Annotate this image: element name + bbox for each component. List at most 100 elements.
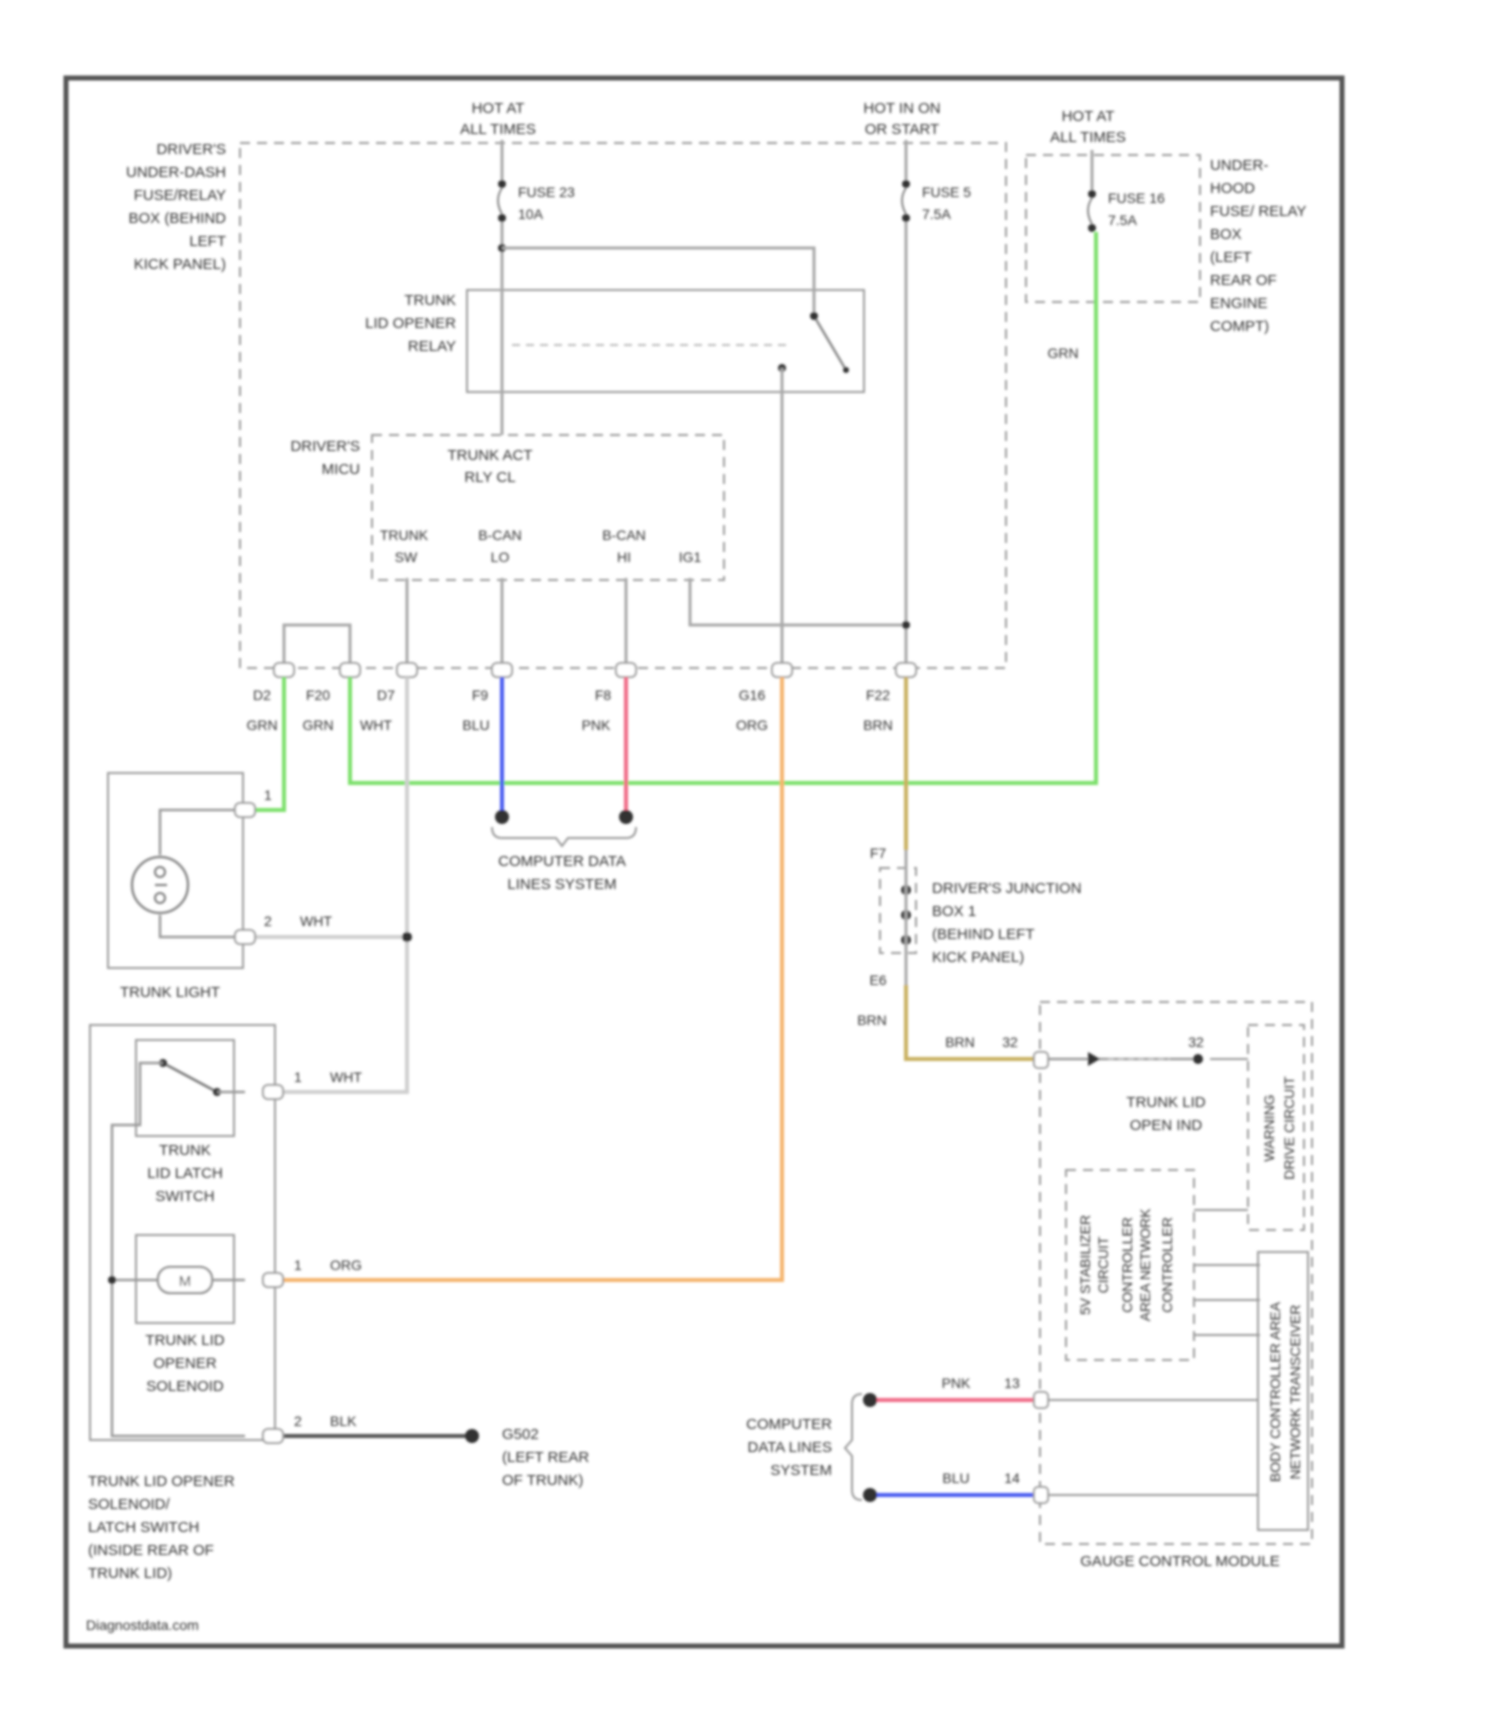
svg-text:B-CAN: B-CAN [602, 527, 646, 543]
svg-text:14: 14 [1004, 1470, 1020, 1486]
trunk-lid-opener-relay [467, 290, 864, 392]
svg-text:BOX 1: BOX 1 [932, 903, 976, 920]
relay-label: TRUNK LID OPENER RELAY [365, 292, 456, 355]
svg-text:WHT: WHT [300, 913, 332, 929]
svg-text:D2: D2 [253, 687, 271, 703]
svg-text:F22: F22 [866, 687, 890, 703]
svg-text:1: 1 [294, 1069, 302, 1085]
warning-drive-label: WARNING DRIVE CIRCUIT [1261, 1076, 1297, 1180]
under-dash-fuse-box-label: DRIVER'S UNDER-DASH FUSE/RELAY BOX (BEHI… [126, 141, 226, 273]
svg-text:DATA LINES: DATA LINES [748, 1439, 832, 1456]
svg-text:DRIVER'S: DRIVER'S [290, 438, 360, 455]
svg-text:BOX: BOX [1210, 226, 1242, 243]
ground-label: G502 (LEFT REAR OF TRUNK) [502, 1426, 589, 1489]
trunk-light-bulb-icon [132, 810, 245, 937]
gauge-input-path [1048, 1052, 1203, 1066]
svg-text:(LEFT REAR: (LEFT REAR [502, 1449, 589, 1466]
svg-text:32: 32 [1188, 1034, 1204, 1050]
svg-text:TRUNK: TRUNK [159, 1142, 211, 1159]
svg-text:BLU: BLU [462, 717, 489, 733]
svg-text:FUSE 23: FUSE 23 [518, 184, 575, 200]
cdls-1-label: COMPUTER DATA LINES SYSTEM [498, 853, 626, 893]
svg-text:COMPUTER DATA: COMPUTER DATA [498, 853, 626, 870]
svg-text:CIRCUIT: CIRCUIT [1095, 1236, 1111, 1293]
solenoid-label: TRUNK LID OPENER SOLENOID [145, 1332, 224, 1395]
svg-text:TRUNK: TRUNK [380, 527, 429, 543]
svg-text:OF TRUNK): OF TRUNK) [502, 1472, 583, 1489]
fuse-23: FUSE 23 10A [498, 140, 575, 222]
fuse-5: FUSE 5 7.5A [902, 140, 971, 222]
svg-text:E6: E6 [869, 972, 886, 988]
svg-text:UNDER-: UNDER- [1210, 157, 1268, 174]
svg-text:GRN: GRN [246, 717, 277, 733]
latch-switch-label: TRUNK LID LATCH SWITCH [147, 1142, 223, 1205]
svg-text:PNK: PNK [942, 1375, 971, 1391]
svg-text:DRIVE CIRCUIT: DRIVE CIRCUIT [1281, 1076, 1297, 1180]
svg-text:BODY CONTROLLER AREA: BODY CONTROLLER AREA [1267, 1301, 1283, 1482]
gauge-control-module-label: GAUGE CONTROL MODULE [1080, 1553, 1279, 1570]
svg-text:GRN: GRN [1047, 345, 1078, 361]
svg-text:(INSIDE REAR OF: (INSIDE REAR OF [88, 1542, 214, 1559]
svg-text:M: M [179, 1273, 192, 1290]
motor-icon: M [108, 1267, 245, 1293]
svg-text:GRN: GRN [302, 717, 333, 733]
micu-pin-ig1: IG1 [679, 549, 702, 565]
svg-text:F8: F8 [595, 687, 612, 703]
micu-pin-bcan-lo: B-CAN LO [478, 527, 522, 565]
svg-text:OPENER: OPENER [153, 1355, 217, 1372]
svg-text:F9: F9 [472, 687, 489, 703]
micu-label: DRIVER'S MICU [290, 438, 360, 478]
svg-text:ALL TIMES: ALL TIMES [1050, 129, 1126, 146]
svg-text:TRUNK ACT: TRUNK ACT [447, 447, 532, 464]
svg-text:BRN: BRN [857, 1012, 887, 1028]
svg-text:13: 13 [1004, 1375, 1020, 1391]
wire-org-solenoid [283, 677, 782, 1280]
svg-text:AREA NETWORK: AREA NETWORK [1137, 1208, 1153, 1321]
svg-text:HOOD: HOOD [1210, 180, 1255, 197]
svg-text:1: 1 [264, 787, 272, 803]
drivers-micu [372, 435, 724, 580]
footer-credit: Diagnostdata.com [86, 1617, 199, 1633]
svg-text:(LEFT: (LEFT [1210, 249, 1252, 266]
svg-text:BOX (BEHIND: BOX (BEHIND [128, 210, 226, 227]
svg-text:SOLENOID: SOLENOID [146, 1378, 224, 1395]
wire-grn-fuse16 [350, 232, 1096, 783]
svg-text:REAR OF: REAR OF [1210, 272, 1277, 289]
cdls-2-label: COMPUTER DATA LINES SYSTEM [746, 1416, 832, 1479]
svg-text:2: 2 [294, 1413, 302, 1429]
svg-text:LID OPENER: LID OPENER [365, 315, 456, 332]
svg-text:DRIVER'S: DRIVER'S [156, 141, 226, 158]
wire-wht-trunk-sw [283, 677, 407, 1092]
svg-text:FUSE 16: FUSE 16 [1108, 190, 1165, 206]
diagram-frame [66, 78, 1342, 1646]
micu-pin-trunk-sw: TRUNK SW [380, 527, 429, 565]
svg-text:5V STABILIZER: 5V STABILIZER [1077, 1215, 1093, 1315]
svg-text:CONTROLLER: CONTROLLER [1119, 1217, 1135, 1313]
svg-text:TRUNK: TRUNK [404, 292, 456, 309]
svg-text:CONTROLLER: CONTROLLER [1159, 1217, 1175, 1313]
svg-text:FUSE 5: FUSE 5 [922, 184, 971, 200]
svg-text:B-CAN: B-CAN [478, 527, 522, 543]
svg-text:HOT IN ON: HOT IN ON [863, 100, 940, 117]
svg-text:TRUNK LID: TRUNK LID [1126, 1094, 1205, 1111]
svg-text:PNK: PNK [582, 717, 611, 733]
svg-text:10A: 10A [518, 206, 544, 222]
svg-text:WARNING: WARNING [1261, 1094, 1277, 1161]
connector-row [274, 663, 916, 677]
svg-text:RELAY: RELAY [408, 338, 456, 355]
trunk-light [108, 773, 243, 968]
svg-text:ORG: ORG [330, 1257, 362, 1273]
fuse-16: FUSE 16 7.5A [1088, 150, 1165, 232]
svg-text:DRIVER'S JUNCTION: DRIVER'S JUNCTION [932, 880, 1082, 897]
svg-text:TRUNK LID): TRUNK LID) [88, 1565, 172, 1582]
svg-text:KICK PANEL): KICK PANEL) [134, 256, 226, 273]
svg-text:WHT: WHT [360, 717, 392, 733]
svg-text:ENGINE: ENGINE [1210, 295, 1268, 312]
svg-text:LID LATCH: LID LATCH [147, 1165, 223, 1182]
svg-text:BRN: BRN [945, 1034, 975, 1050]
svg-text:32: 32 [1002, 1034, 1018, 1050]
svg-text:ORG: ORG [736, 717, 768, 733]
assembly-label: TRUNK LID OPENER SOLENOID/ LATCH SWITCH … [88, 1473, 235, 1582]
svg-text:UNDER-DASH: UNDER-DASH [126, 164, 226, 181]
svg-text:FUSE/RELAY: FUSE/RELAY [134, 187, 226, 204]
